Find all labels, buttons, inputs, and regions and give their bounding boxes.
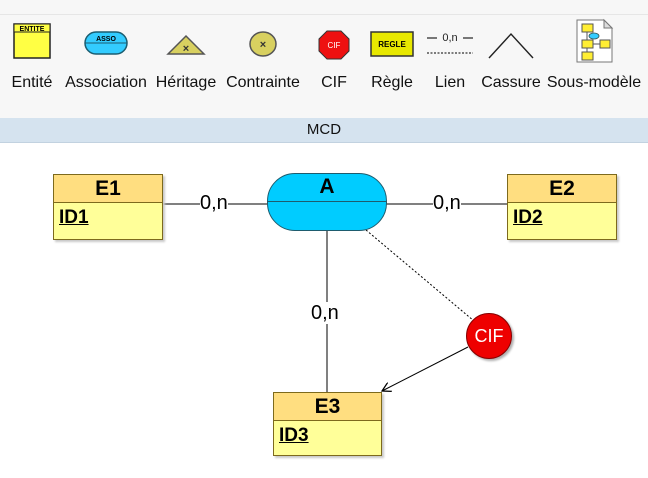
cif-arrow-link[interactable] — [382, 346, 469, 391]
cif-dotted-link[interactable] — [365, 229, 475, 322]
tool-cif-button[interactable]: CIF CIF — [316, 18, 352, 96]
submodel-icon — [576, 18, 614, 63]
tool-cassure-button[interactable]: Cassure — [480, 18, 542, 96]
diagram-canvas[interactable]: E1 ID1 E2 ID2 E3 ID3 A 0,n 0,n 0,n CIF — [0, 143, 648, 478]
toolbar: ENTITE Entité ASSO Association × Héritag… — [0, 0, 648, 118]
tool-regle-label: Règle — [371, 74, 413, 91]
mcd-tab-bar[interactable]: MCD — [0, 118, 648, 143]
link-icon: 0,n — [427, 32, 473, 54]
cif-icon: CIF — [318, 30, 350, 60]
entity-e2-identifier: ID2 — [513, 207, 543, 228]
svg-text:ENTITE: ENTITE — [20, 26, 45, 33]
inheritance-icon: × — [166, 34, 206, 55]
tool-contrainte-button[interactable]: × Contrainte — [222, 18, 304, 96]
entity-e3[interactable]: E3 ID3 — [273, 392, 382, 456]
svg-text:0,n: 0,n — [442, 32, 457, 44]
cardinality-a-e3[interactable]: 0,n — [311, 302, 339, 324]
tool-lien-label: Lien — [434, 74, 466, 91]
tool-sous-modele-label: Sous-modèle — [546, 74, 642, 91]
association-shape — [267, 173, 387, 231]
entity-e2-name: E2 — [508, 175, 616, 203]
svg-text:REGLE: REGLE — [378, 40, 406, 49]
tool-cassure-label: Cassure — [481, 74, 541, 91]
svg-text:ASSO: ASSO — [96, 36, 116, 43]
tool-sous-modele-button[interactable]: Sous-modèle — [542, 18, 646, 96]
tool-association-button[interactable]: ASSO Association — [62, 18, 150, 96]
entity-e3-identifier: ID3 — [279, 425, 309, 446]
entity-e1-name: E1 — [54, 175, 162, 203]
association-separator — [268, 201, 386, 202]
cif-constraint[interactable]: CIF — [466, 313, 512, 359]
tool-association-label: Association — [65, 74, 147, 91]
association-icon: ASSO — [84, 31, 128, 55]
entity-e1-identifier: ID1 — [59, 207, 89, 228]
tool-heritage-label: Héritage — [155, 74, 217, 91]
mcd-section-label: MCD — [306, 121, 342, 138]
entity-e3-name: E3 — [274, 393, 381, 421]
tool-cif-label: CIF — [321, 74, 347, 91]
entity-e2[interactable]: E2 ID2 — [507, 174, 617, 240]
tool-regle-button[interactable]: REGLE Règle — [366, 18, 418, 96]
tool-heritage-button[interactable]: × Héritage — [153, 18, 219, 96]
entity-e1[interactable]: E1 ID1 — [53, 174, 163, 240]
tool-contrainte-label: Contrainte — [226, 74, 300, 91]
tool-entite-button[interactable]: ENTITE Entité — [6, 18, 58, 96]
svg-text:×: × — [260, 39, 266, 51]
svg-text:CIF: CIF — [328, 41, 341, 50]
constraint-icon: × — [249, 31, 277, 57]
svg-text:×: × — [183, 43, 189, 55]
association-a[interactable]: A — [267, 173, 387, 231]
tool-entite-label: Entité — [11, 74, 53, 91]
tool-lien-button[interactable]: 0,n Lien — [424, 18, 476, 96]
toolbar-divider — [0, 14, 648, 15]
cardinality-a-e2[interactable]: 0,n — [433, 192, 461, 214]
cardinality-e1-a[interactable]: 0,n — [200, 192, 228, 214]
entity-icon: ENTITE — [13, 23, 51, 59]
break-line-icon — [488, 32, 534, 59]
rule-icon: REGLE — [370, 31, 414, 57]
association-name: A — [319, 175, 335, 198]
